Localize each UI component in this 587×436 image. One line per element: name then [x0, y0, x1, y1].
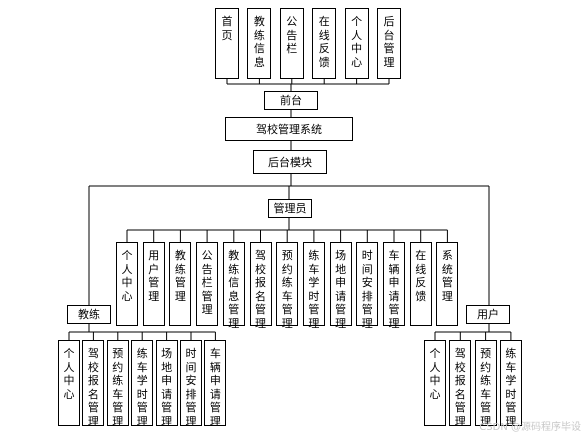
coach-module-2: 预约练车管理: [106, 340, 129, 428]
frontend-module-label: 在线反馈: [318, 15, 330, 69]
user-module-label: 驾校报名管理: [454, 347, 466, 428]
user-module-3: 练车学时管理: [499, 340, 522, 428]
frontend-module-3: 在线反馈: [312, 8, 337, 79]
user-module-1: 驾校报名管理: [449, 340, 472, 428]
coach-module-label: 练车学时管理: [136, 347, 148, 428]
user-module-label: 练车学时管理: [505, 347, 517, 428]
admin-module-label: 预约练车管理: [281, 249, 293, 330]
coach-module-label: 时间安排管理: [185, 347, 197, 428]
admin-module-2: 教练管理: [169, 242, 192, 326]
admin-module-11: 在线反馈: [409, 242, 432, 326]
admin-module-label: 车辆申请管理: [388, 249, 400, 330]
watermark: CSDN @源码程序毕设: [479, 422, 581, 433]
coach-module-6: 车辆申请管理: [204, 340, 227, 428]
admin-module-label: 练车学时管理: [308, 249, 320, 330]
coach-module-0: 个人中心: [58, 340, 80, 426]
admin-module-6: 预约练车管理: [276, 242, 299, 330]
system-node: 驾校管理系统: [225, 117, 353, 141]
admin-module-7: 练车学时管理: [302, 242, 325, 330]
admin-module-label: 个人中心: [121, 249, 133, 303]
user-module-2: 预约练车管理: [474, 340, 497, 428]
coach-module-1: 驾校报名管理: [82, 340, 105, 428]
frontend-module-5: 后台管理: [377, 8, 401, 79]
coach-module-label: 场地申请管理: [161, 347, 173, 428]
admin-module-label: 驾校报名管理: [255, 249, 266, 330]
admin-module-3: 公告栏管理: [196, 242, 219, 326]
frontend-module-label: 公告栏: [286, 15, 298, 55]
admin-module-label: 公告栏管理: [201, 249, 213, 316]
admin-module-label: 教练信息管理: [228, 249, 240, 330]
admin-module-4: 教练信息管理: [222, 242, 245, 330]
admin-module-label: 教练管理: [174, 249, 186, 303]
user-node: 用户: [466, 305, 510, 324]
frontend-module-label: 教练信息: [253, 15, 265, 69]
frontend-module-label: 首页: [221, 15, 233, 42]
frontend-module-1: 教练信息: [247, 8, 272, 79]
admin-module-12: 系统管理: [436, 242, 459, 326]
admin-module-label: 用户管理: [148, 249, 160, 303]
frontend-module-label: 个人中心: [351, 15, 363, 69]
frontend-module-label: 后台管理: [383, 15, 395, 69]
coach-module-3: 练车学时管理: [131, 340, 154, 428]
coach-module-label: 预约练车管理: [112, 347, 124, 428]
coach-module-label: 个人中心: [63, 347, 75, 401]
admin-module-0: 个人中心: [116, 242, 138, 326]
admin-module-label: 在线反馈: [415, 249, 427, 303]
admin-module-label: 场地申请管理: [335, 249, 347, 330]
frontend-node: 前台: [264, 91, 318, 110]
admin-node: 管理员: [268, 199, 312, 218]
frontend-module-4: 个人中心: [344, 8, 369, 79]
admin-module-1: 用户管理: [142, 242, 165, 326]
admin-module-label: 系统管理: [441, 249, 453, 303]
coach-module-label: 驾校报名管理: [87, 347, 99, 428]
user-module-label: 预约练车管理: [480, 347, 492, 428]
user-module-0: 个人中心: [424, 340, 446, 426]
coach-module-label: 车辆申请管理: [209, 347, 221, 428]
frontend-module-2: 公告栏: [279, 8, 304, 79]
coach-module-4: 场地申请管理: [155, 340, 178, 428]
frontend-module-0: 首页: [215, 8, 239, 79]
user-module-label: 个人中心: [429, 347, 441, 401]
admin-module-label: 时间安排管理: [361, 249, 373, 330]
admin-module-8: 场地申请管理: [329, 242, 352, 330]
admin-module-10: 车辆申请管理: [383, 242, 405, 330]
admin-module-9: 时间安排管理: [356, 242, 379, 330]
backend-node: 后台模块: [253, 150, 327, 174]
coach-module-5: 时间安排管理: [180, 340, 202, 428]
admin-module-5: 驾校报名管理: [249, 242, 272, 330]
coach-node: 教练: [67, 305, 111, 324]
